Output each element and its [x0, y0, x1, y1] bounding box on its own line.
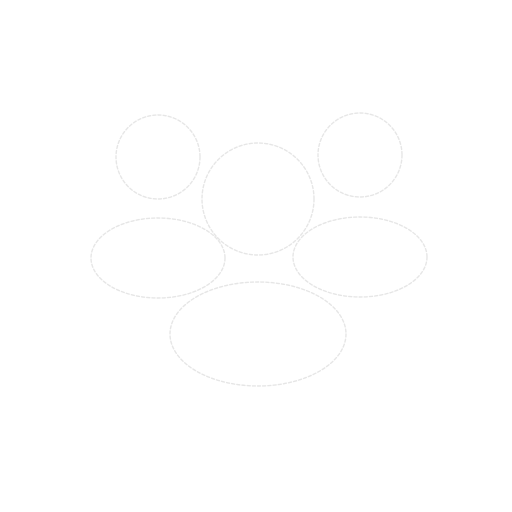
center-person-icon — [169, 142, 347, 387]
center-person-body — [169, 281, 347, 387]
center-person-head — [201, 142, 315, 256]
right-person-body — [292, 216, 428, 298]
right-person-head — [317, 112, 403, 198]
left-person-head — [115, 114, 201, 200]
left-person-icon — [90, 114, 226, 299]
right-person-icon — [292, 112, 428, 298]
left-person-body — [90, 217, 226, 299]
